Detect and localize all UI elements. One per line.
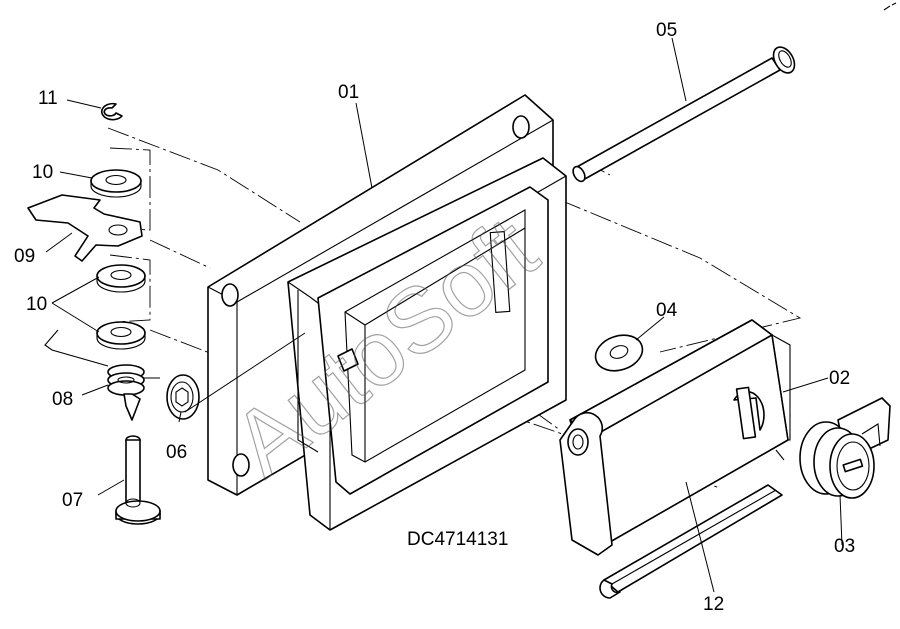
leader-lines bbox=[45, 37, 843, 593]
callout-07: 07 bbox=[62, 490, 83, 511]
callout-04: 04 bbox=[656, 300, 678, 321]
callout-12: 12 bbox=[703, 594, 724, 615]
callout-01: 01 bbox=[338, 82, 359, 103]
callout-02: 02 bbox=[829, 368, 850, 389]
callout-09: 09 bbox=[14, 246, 35, 267]
callout-06: 06 bbox=[166, 442, 187, 463]
part-10-washer-lower bbox=[96, 264, 146, 350]
part-08-spring bbox=[44, 329, 145, 421]
callout-10-upper: 10 bbox=[32, 162, 53, 183]
part-09-pawl bbox=[27, 194, 143, 262]
drawing-code: DC4714131 bbox=[407, 529, 508, 550]
part-06-fastener bbox=[166, 374, 200, 420]
part-07-hinge-pin bbox=[115, 435, 161, 525]
part-02-handle bbox=[559, 319, 791, 556]
part-04-washer bbox=[594, 334, 644, 372]
callout-labels: 11 10 09 10 08 07 06 01 05 04 02 03 12 bbox=[14, 20, 855, 615]
part-11-clip bbox=[101, 102, 123, 121]
callout-05: 05 bbox=[656, 20, 677, 41]
part-10-washer-upper bbox=[90, 169, 142, 198]
part-05-pin bbox=[572, 46, 796, 183]
callout-11: 11 bbox=[38, 88, 58, 109]
part-03-lock-cylinder bbox=[799, 397, 891, 499]
callout-10-lower: 10 bbox=[26, 294, 47, 315]
callout-08: 08 bbox=[52, 389, 73, 410]
corner-mark bbox=[883, 2, 897, 11]
part-12-seal-strip bbox=[599, 484, 783, 599]
callout-03: 03 bbox=[834, 536, 855, 557]
part-01-housing bbox=[207, 94, 567, 531]
